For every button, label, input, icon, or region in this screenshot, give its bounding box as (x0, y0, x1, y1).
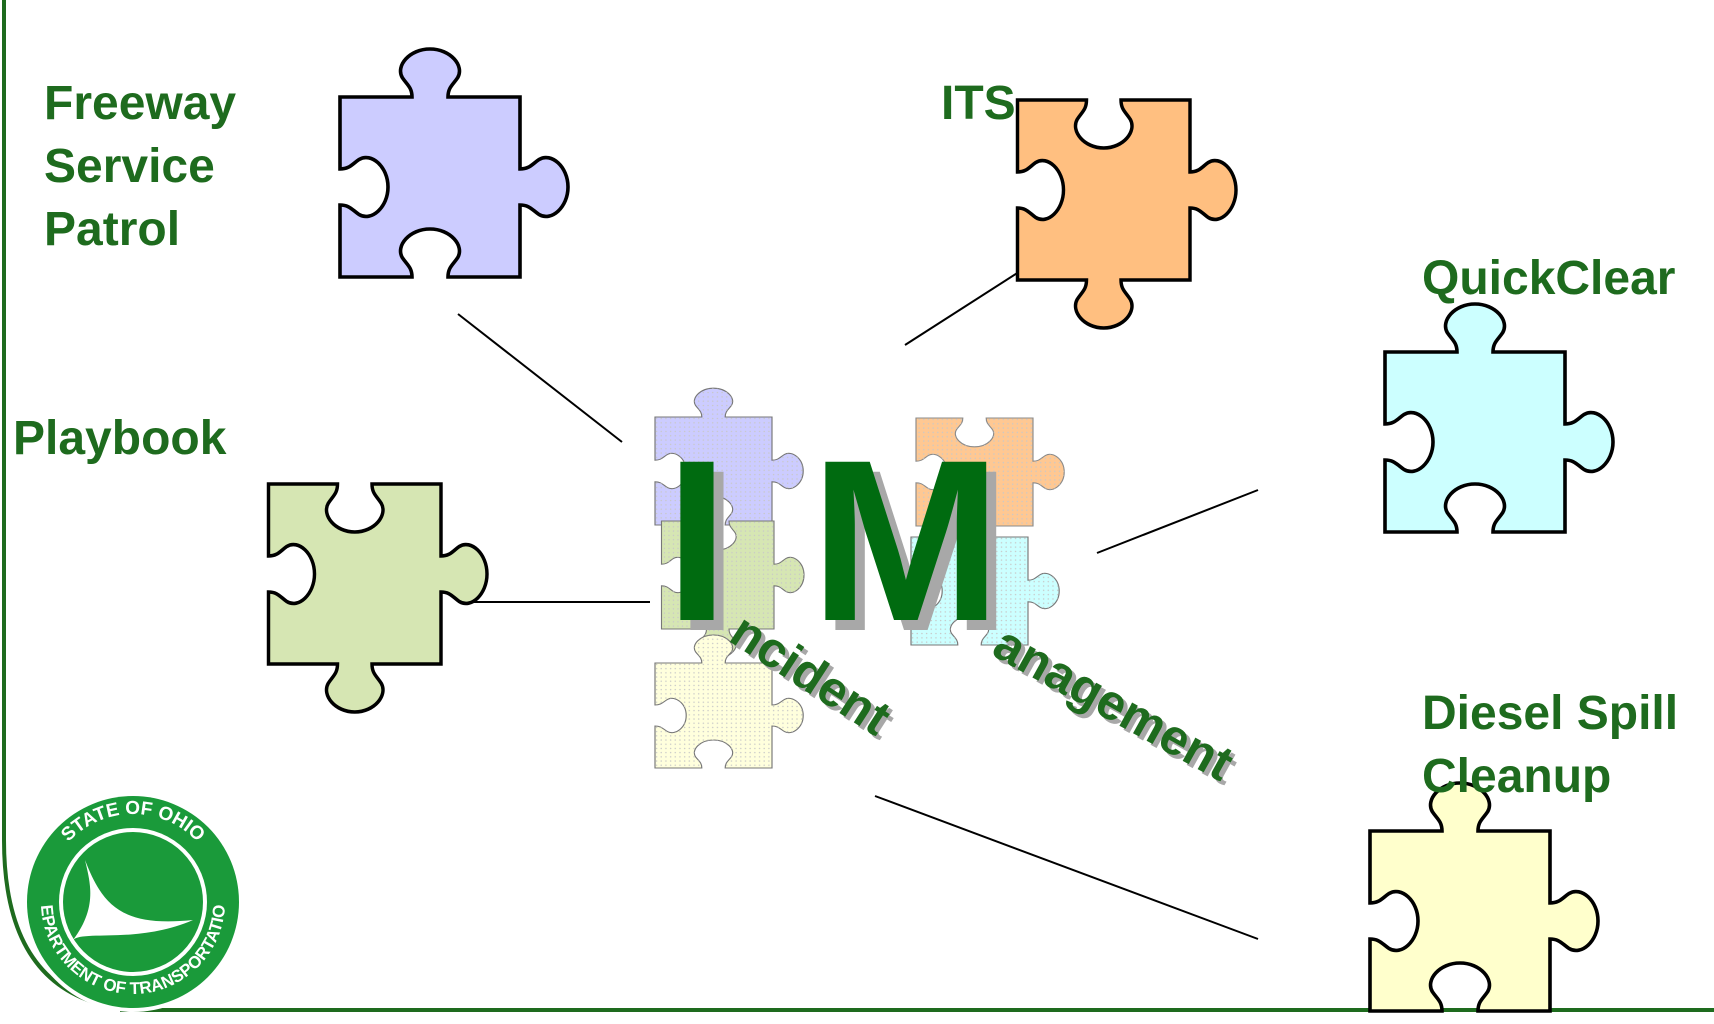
letter-m: M (810, 412, 1002, 669)
management-word: anagement anagement (985, 615, 1247, 796)
label-its: ITS (941, 77, 1016, 130)
label-freeway-line-3: Patrol (44, 203, 181, 256)
puzzle-piece-its (1015, 98, 1238, 330)
label-diesel-line-2: Cleanup (1422, 750, 1612, 803)
letter-i: I (665, 412, 729, 669)
label-diesel-line-1: Diesel Spill (1422, 687, 1679, 740)
letter-m-shadow: M (820, 422, 1012, 679)
label-playbook: Playbook (13, 412, 227, 465)
connector-freeway (457, 313, 623, 443)
puzzle-piece-playbook (266, 482, 489, 714)
label-freeway-service-patrol: Freeway Service Patrol (44, 72, 236, 261)
seal-road-swoosh (73, 860, 193, 940)
puzzle-piece-quickclear (1383, 302, 1615, 534)
odot-seal-logo: STATE OF OHIO DEPARTMENT OF TRANSPORTATI… (23, 792, 243, 1012)
label-freeway-line-2: Service (44, 140, 215, 193)
management-word-text: anagement (985, 615, 1243, 792)
connector-quickclear (1096, 489, 1259, 554)
puzzle-piece-diesel (1368, 781, 1600, 1013)
label-quickclear: QuickClear (1422, 252, 1676, 305)
connector-diesel (874, 795, 1259, 940)
label-freeway-line-1: Freeway (44, 77, 237, 130)
label-diesel-spill-cleanup: Diesel Spill Cleanup (1422, 682, 1678, 808)
puzzle-piece-freeway (338, 47, 570, 279)
letter-i-shadow: I (675, 422, 739, 679)
im-letters: I I M M (665, 412, 1012, 679)
